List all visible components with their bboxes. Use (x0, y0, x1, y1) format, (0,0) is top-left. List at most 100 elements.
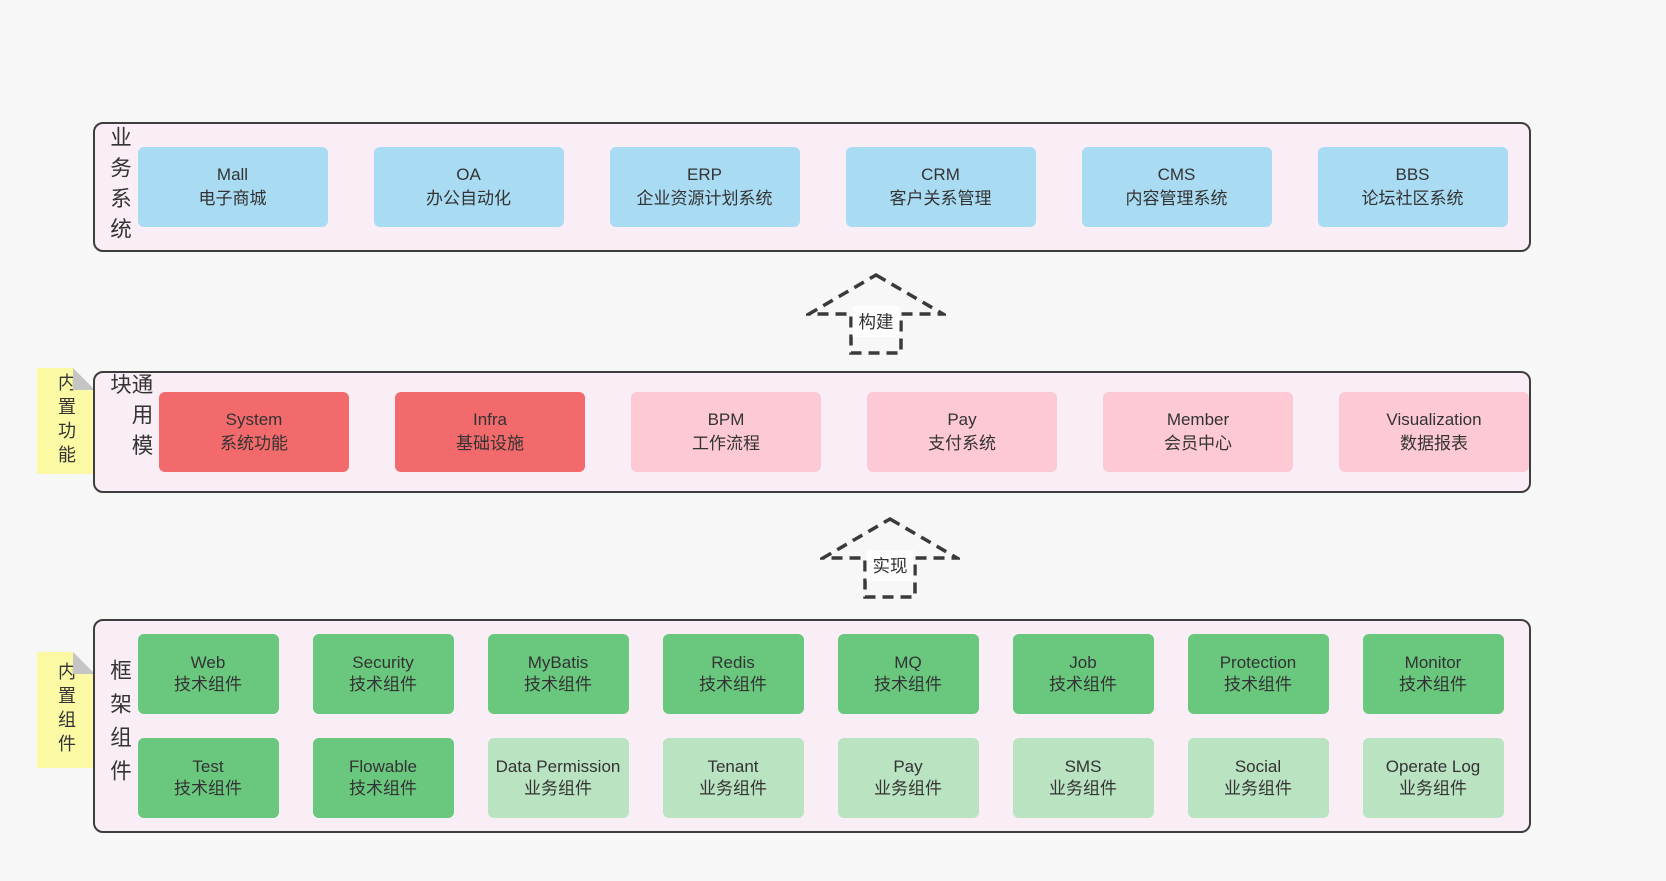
node-title: CRM (921, 164, 960, 184)
node-web: Web 技术组件 (137, 634, 279, 714)
node-protection: Protection 技术组件 (1187, 634, 1329, 714)
node-title: Pay (947, 409, 977, 429)
node-mq: MQ 技术组件 (837, 634, 979, 714)
node-subtitle: 企业资源计划系统 (636, 189, 773, 208)
node-tenant: Tenant 业务组件 (662, 738, 804, 818)
node-job: Job 技术组件 (1012, 634, 1154, 714)
node-bpm: BPM 工作流程 (631, 392, 821, 472)
node-subtitle: 基础设施 (456, 434, 524, 453)
node-mall: Mall 电子商城 (137, 147, 328, 227)
node-title: Visualization (1386, 409, 1482, 429)
node-title: Monitor (1404, 652, 1462, 672)
node-subtitle: 技术组件 (1399, 675, 1467, 694)
node-subtitle: 业务组件 (1399, 779, 1467, 798)
sticky-note-builtin-features: 内置功能 (37, 368, 95, 474)
node-title: Test (192, 756, 224, 776)
node-system: System 系统功能 (159, 392, 349, 472)
node-title: Tenant (707, 756, 759, 776)
node-crm: CRM 客户关系管理 (845, 147, 1036, 227)
node-erp: ERP 企业资源计划系统 (609, 147, 800, 227)
node-pay-component: Pay 业务组件 (837, 738, 979, 818)
node-subtitle: 内容管理系统 (1125, 189, 1228, 208)
node-title: BPM (707, 409, 745, 429)
node-cms: CMS 内容管理系统 (1081, 147, 1272, 227)
node-monitor: Monitor 技术组件 (1362, 634, 1504, 714)
arrow-label: 构建 (852, 306, 900, 337)
common-modules-row: System 系统功能 Infra 基础设施 BPM 工作流程 Pay 支付系统… (159, 392, 1529, 472)
node-title: System (225, 409, 283, 429)
node-title: Member (1166, 409, 1230, 429)
node-subtitle: 技术组件 (349, 675, 417, 694)
node-title: Mall (216, 164, 249, 184)
node-pay-module: Pay 支付系统 (867, 392, 1057, 472)
node-title: Operate Log (1385, 756, 1481, 776)
node-subtitle: 系统功能 (220, 434, 288, 453)
node-subtitle: 办公自动化 (426, 189, 511, 208)
node-title: Job (1069, 652, 1097, 672)
node-subtitle: 技术组件 (524, 675, 592, 694)
node-subtitle: 电子商城 (198, 189, 267, 208)
node-subtitle: 数据报表 (1400, 434, 1468, 453)
node-data-permission: Data Permission 业务组件 (487, 738, 629, 818)
node-redis: Redis 技术组件 (662, 634, 804, 714)
node-subtitle: 工作流程 (692, 434, 760, 453)
section-label-common-modules: 通用模块 (107, 373, 154, 465)
node-subtitle: 业务组件 (524, 779, 592, 798)
node-subtitle: 客户关系管理 (889, 189, 992, 208)
common-modules-section: 通用模块 System 系统功能 Infra 基础设施 BPM 工作流程 Pay… (93, 371, 1531, 493)
node-subtitle: 技术组件 (699, 675, 767, 694)
node-security: Security 技术组件 (312, 634, 454, 714)
node-infra: Infra 基础设施 (395, 392, 585, 472)
node-subtitle: 技术组件 (349, 779, 417, 798)
build-arrow: 构建 (806, 272, 946, 356)
node-subtitle: 技术组件 (1224, 675, 1292, 694)
node-member: Member 会员中心 (1103, 392, 1293, 472)
sticky-note-label: 内置功能 (56, 373, 76, 469)
biz-components-row: Test 技术组件 Flowable 技术组件 Data Permission … (137, 738, 1504, 818)
node-flowable: Flowable 技术组件 (312, 738, 454, 818)
node-subtitle: 技术组件 (874, 675, 942, 694)
node-title: MQ (894, 652, 922, 672)
node-title: Social (1234, 756, 1282, 776)
up-block-arrow-icon (806, 272, 946, 355)
node-subtitle: 支付系统 (928, 434, 996, 453)
business-systems-row: Mall 电子商城 OA 办公自动化 ERP 企业资源计划系统 CRM 客户关系… (137, 147, 1508, 227)
node-title: Security (352, 652, 414, 672)
node-subtitle: 技术组件 (174, 779, 242, 798)
node-title: Data Permission (495, 756, 621, 776)
node-title: Pay (893, 756, 923, 776)
node-title: Flowable (348, 756, 418, 776)
node-subtitle: 业务组件 (1049, 779, 1117, 798)
node-subtitle: 业务组件 (1224, 779, 1292, 798)
node-sms: SMS 业务组件 (1012, 738, 1154, 818)
node-subtitle: 论坛社区系统 (1361, 189, 1464, 208)
node-subtitle: 技术组件 (1049, 675, 1117, 694)
node-operate-log: Operate Log 业务组件 (1362, 738, 1504, 818)
node-test: Test 技术组件 (137, 738, 279, 818)
node-bbs: BBS 论坛社区系统 (1317, 147, 1508, 227)
sticky-note-label: 内置组件 (56, 662, 76, 758)
tech-components-row: Web 技术组件 Security 技术组件 MyBatis 技术组件 Redi… (137, 634, 1504, 714)
node-visualization: Visualization 数据报表 (1339, 392, 1529, 472)
node-title: SMS (1064, 756, 1102, 776)
node-title: Web (190, 652, 226, 672)
node-social: Social 业务组件 (1187, 738, 1329, 818)
node-title: Protection (1219, 652, 1297, 672)
node-title: Redis (711, 652, 755, 672)
node-subtitle: 技术组件 (174, 675, 242, 694)
implement-arrow: 实现 (820, 516, 960, 600)
node-oa: OA 办公自动化 (373, 147, 564, 227)
node-mybatis: MyBatis 技术组件 (487, 634, 629, 714)
section-label-framework-components: 框架组件 (107, 659, 132, 793)
framework-components-grid: Web 技术组件 Security 技术组件 MyBatis 技术组件 Redi… (137, 634, 1504, 818)
node-title: BBS (1395, 164, 1430, 184)
section-label-business-systems: 业务系统 (107, 126, 132, 248)
node-title: Infra (472, 409, 508, 429)
node-subtitle: 业务组件 (874, 779, 942, 798)
node-title: MyBatis (527, 652, 589, 672)
node-title: CMS (1157, 164, 1196, 184)
arrow-label: 实现 (866, 550, 914, 581)
node-title: OA (456, 164, 481, 184)
sticky-note-builtin-components: 内置组件 (37, 652, 95, 768)
